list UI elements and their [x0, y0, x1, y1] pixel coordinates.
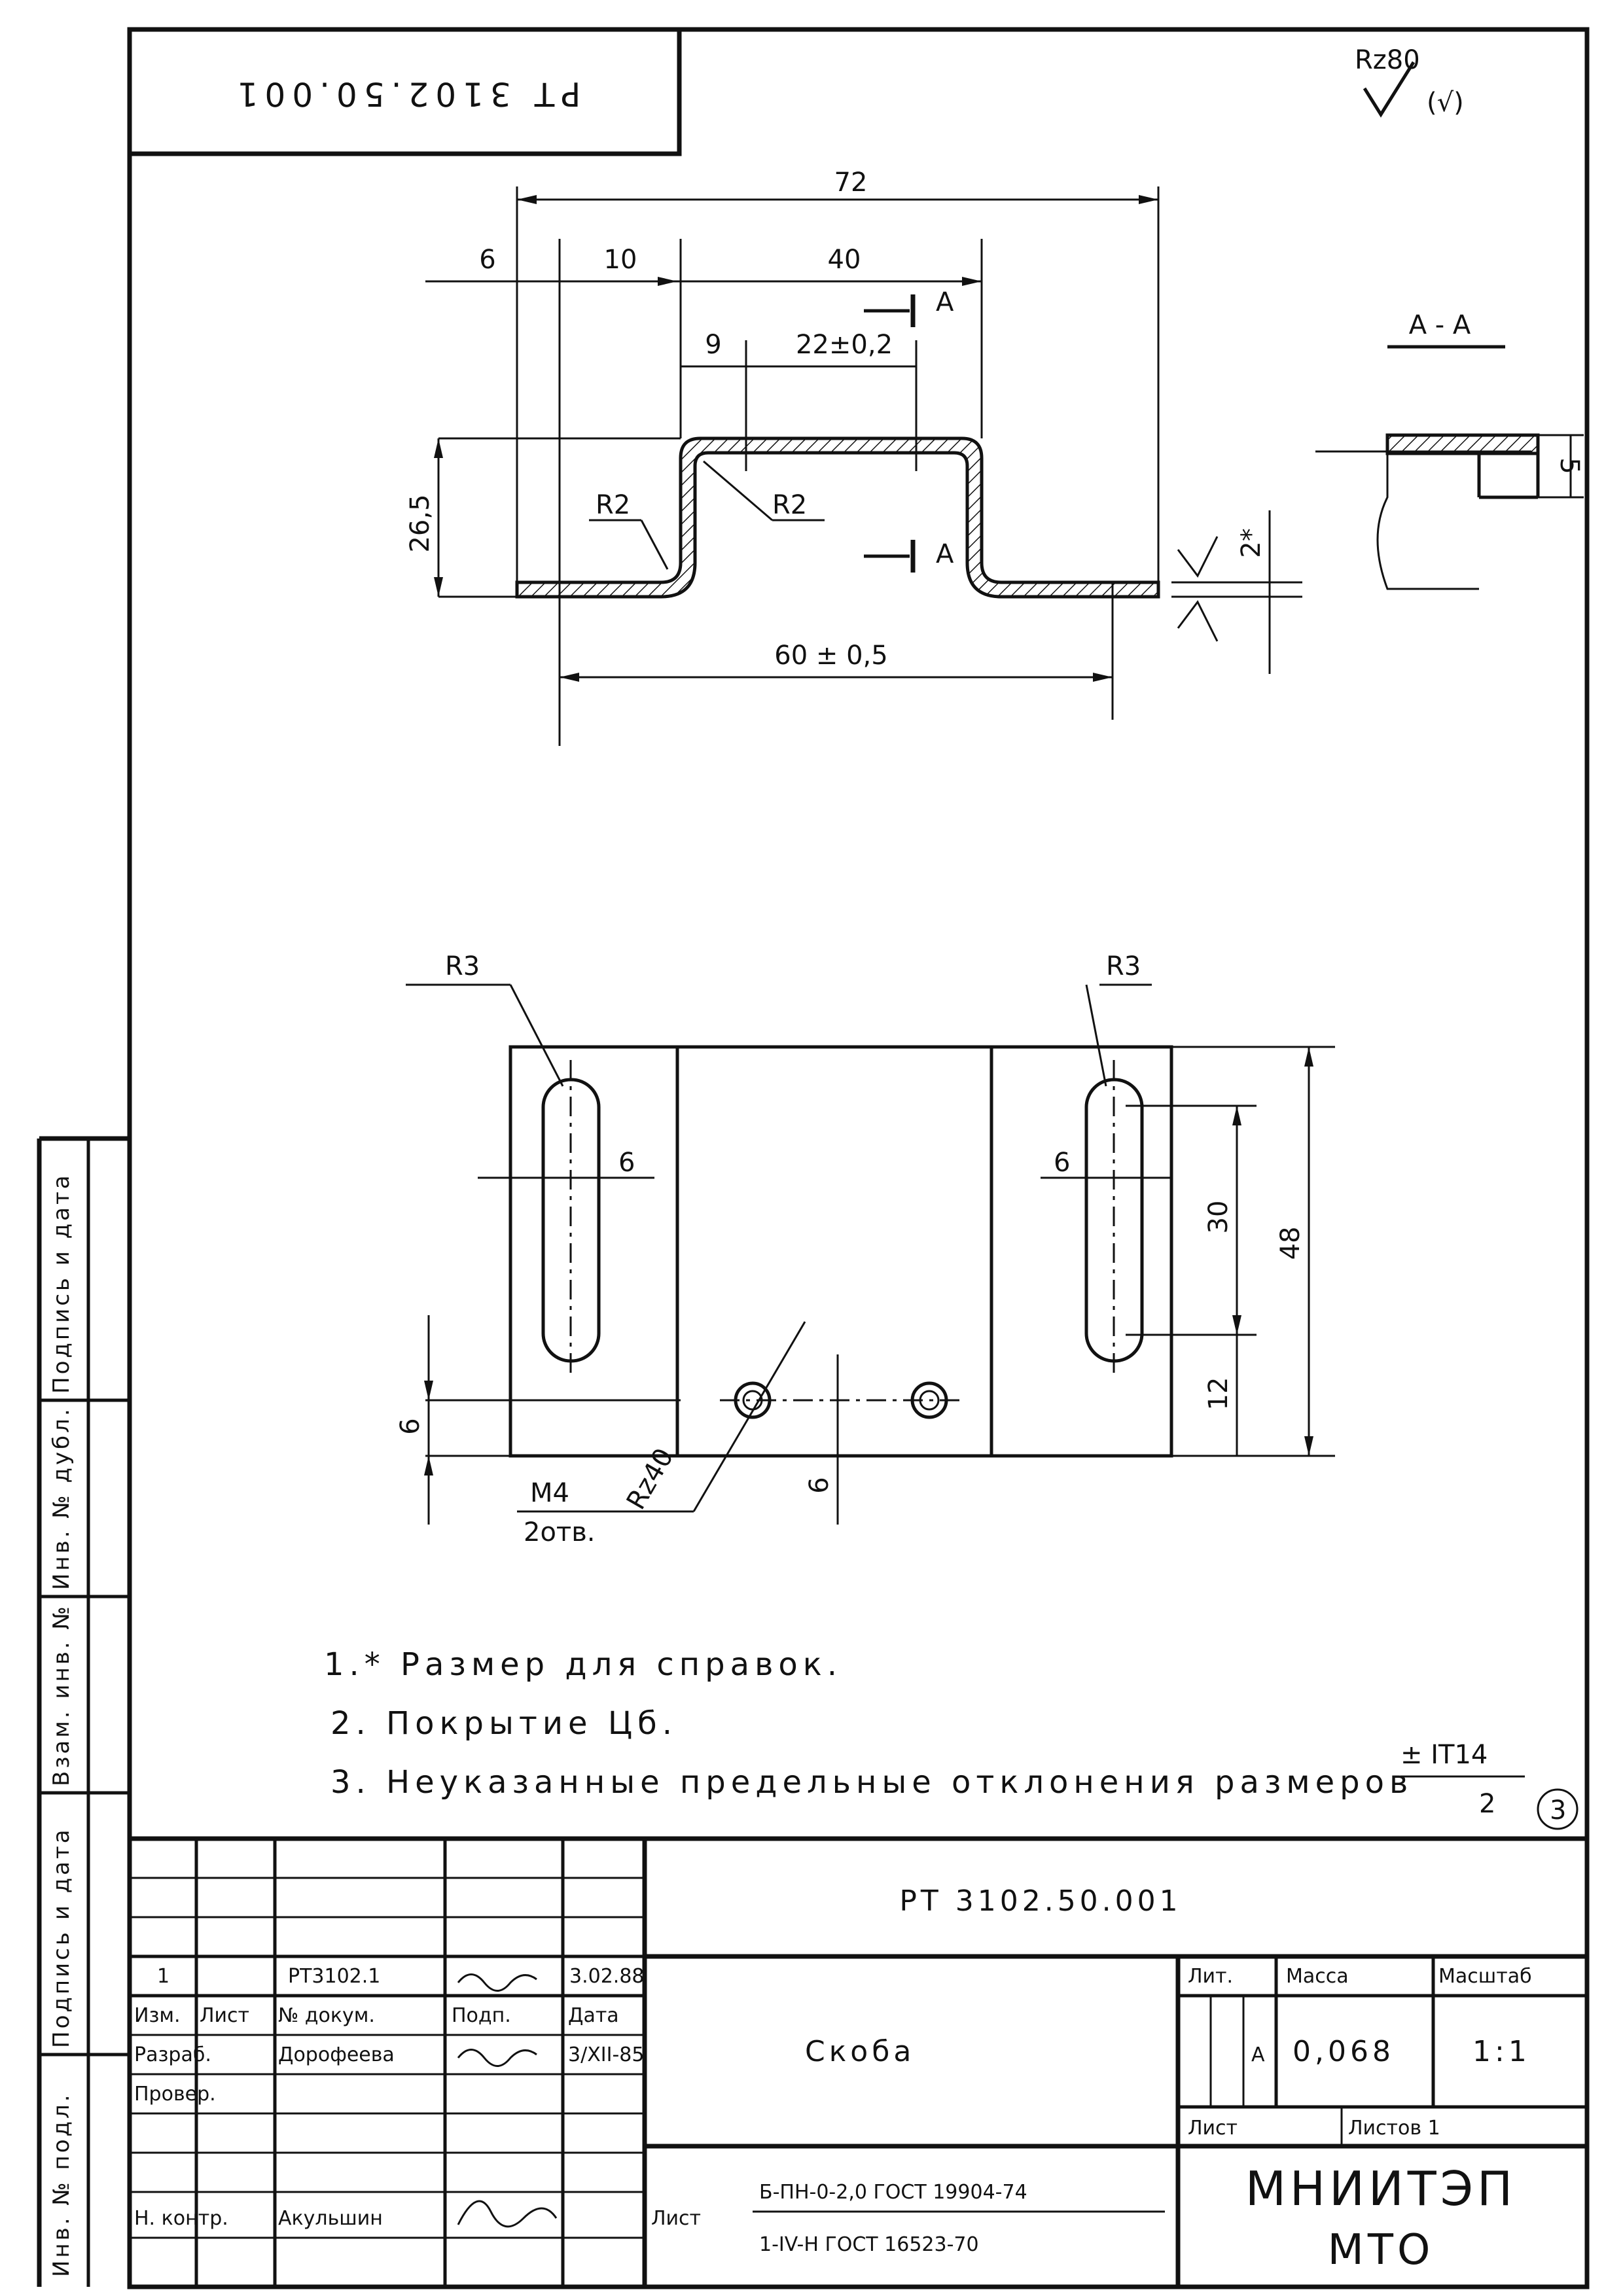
dim-12: 12	[1204, 1377, 1234, 1411]
header-date: Дата	[568, 2004, 619, 2027]
header-lit: Лит.	[1188, 1965, 1233, 1988]
note-1: 1.* Размер для справок.	[324, 1646, 842, 1683]
drawing-frame	[127, 27, 1590, 2289]
dim-r2-right: R2	[772, 490, 807, 520]
corner-code-box: РТ 3102.50.001	[127, 27, 682, 156]
change-number: 1	[157, 1965, 169, 1988]
title-block: 1 РТ3102.1 3.02.88 Изм. Лист № докум. По…	[130, 1836, 1587, 2287]
title-part-name: Скоба	[805, 2035, 915, 2068]
material-label: Лист	[651, 2207, 701, 2230]
dim-22: 22±0,2	[796, 330, 893, 360]
header-mass: Масса	[1286, 1965, 1349, 1988]
roughness-general: Rz80 (√)	[1355, 45, 1464, 118]
header-doc: № докум.	[278, 2004, 375, 2027]
value-scale: 1:1	[1472, 2035, 1531, 2068]
tolerance-denominator: 2	[1479, 1789, 1495, 1819]
sheet-label: Лист	[1188, 2117, 1238, 2140]
profile-dimensions: 72 6 10 40 9 22±0,2 26,5 R2 R2 60 ± 0,5 …	[405, 168, 1302, 746]
section-markers: А А	[864, 287, 954, 573]
dim-r3-left: R3	[445, 951, 480, 981]
title-designation: РТ 3102.50.001	[899, 1884, 1181, 1918]
dim-30: 30	[1204, 1201, 1234, 1234]
dim-6-hole: 6	[804, 1477, 834, 1493]
dim-5: 5	[1554, 457, 1584, 474]
dim-6-left-edge: 6	[395, 1418, 425, 1434]
section-mark-bottom: А	[936, 539, 954, 569]
role-razrab: Разраб.	[134, 2043, 211, 2066]
roughness-general-paren: (√)	[1427, 88, 1464, 118]
section-mark-top: А	[936, 287, 954, 317]
role-nkontr: Н. контр.	[134, 2207, 228, 2230]
note-2: 2. Покрытие Цб.	[330, 1705, 677, 1742]
header-izm: Изм.	[134, 2004, 181, 2027]
section-a-a-title: А - А	[1409, 310, 1471, 340]
signature-nkontr	[457, 2200, 558, 2228]
dim-72: 72	[834, 168, 868, 198]
header-scale: Масштаб	[1438, 1965, 1532, 1988]
signature-razrab	[457, 2049, 537, 2067]
tolerance-numerator: ± IT14	[1400, 1740, 1488, 1770]
dim-40: 40	[828, 245, 861, 275]
dim-48: 48	[1275, 1227, 1306, 1260]
thread-label: M4	[530, 1478, 569, 1508]
dim-9: 9	[705, 330, 721, 360]
dim-2-star: 2*	[1236, 528, 1266, 557]
dim-r2-left: R2	[596, 490, 630, 520]
org-name-line2: МТО	[1328, 2226, 1435, 2274]
person-nkontr: Акульшин	[278, 2207, 383, 2230]
roughness-thread: Rz40	[621, 1443, 680, 1515]
section-a-a: А - А 5	[1376, 310, 1584, 590]
bracket-plan-view	[508, 1045, 1173, 1458]
signature-change	[457, 1973, 537, 1992]
circled-mark: 3	[1550, 1795, 1566, 1826]
change-document: РТ3102.1	[288, 1965, 380, 1988]
side-vzam-inv: Взам. инв. №	[48, 1604, 75, 1786]
dim-r3-right: R3	[1106, 951, 1141, 981]
header-sign: Подп.	[452, 2004, 511, 2027]
thread-count: 2отв.	[524, 1517, 596, 1547]
dim-6-right-slot: 6	[1054, 1148, 1070, 1178]
side-sign-date-1: Подпись и дата	[48, 1827, 75, 2048]
corner-code-text: РТ 3102.50.001	[231, 75, 581, 113]
note-3: 3. Неуказанные предельные отклонения раз…	[330, 1764, 1413, 1801]
person-razrab: Дорофеева	[278, 2043, 395, 2066]
material-top: Б-ПН-0-2,0 ГОСТ 19904-74	[759, 2181, 1027, 2204]
value-lit: А	[1251, 2043, 1265, 2066]
dim-26-5: 26,5	[405, 494, 435, 552]
sheets-label: Листов 1	[1348, 2117, 1440, 2140]
dim-6-top: 6	[479, 245, 495, 275]
material-bottom: 1-IV-Н ГОСТ 16523-70	[759, 2233, 979, 2256]
change-date: 3.02.88	[569, 1965, 645, 1988]
technical-notes: 1.* Размер для справок. 2. Покрытие Цб. …	[324, 1646, 1578, 1830]
dim-6-left-slot: 6	[618, 1148, 635, 1178]
dim-10: 10	[604, 245, 637, 275]
side-sign-date-2: Подпись и дата	[48, 1173, 75, 1394]
side-inv-dubl: Инв. № дубл.	[48, 1406, 75, 1590]
plan-dimensions: R3 R3 6 6 30 48 12 6 6 Rz40 M4 2отв.	[395, 951, 1335, 1547]
value-mass: 0,068	[1293, 2035, 1395, 2068]
header-list: Лист	[200, 2004, 249, 2027]
dim-60: 60 ± 0,5	[774, 641, 887, 671]
side-strip: Инв. № подл. Подпись и дата Взам. инв. №…	[37, 1136, 130, 2287]
org-name-line1: МНИИТЭП	[1245, 2161, 1516, 2216]
razrab-date: 3/XII-85	[568, 2043, 644, 2066]
side-inv-podl: Инв. № подл.	[48, 2092, 75, 2277]
role-prover: Провер.	[134, 2083, 216, 2106]
